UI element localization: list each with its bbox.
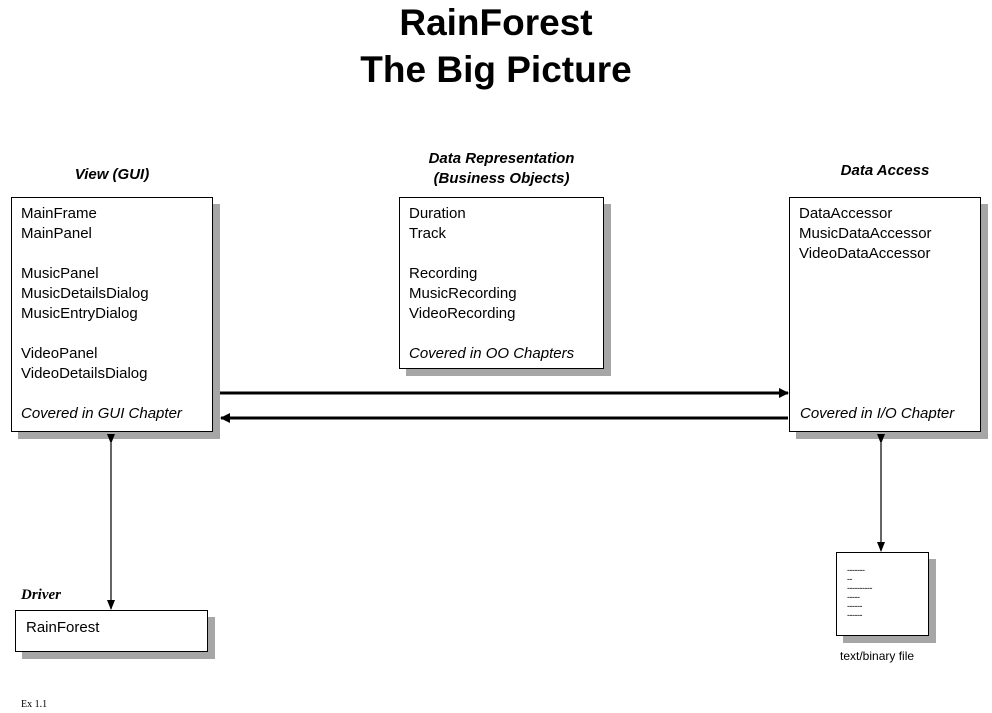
data-representation-box: Duration Track Recording MusicRecording … xyxy=(399,197,604,369)
file-content-line: ------ xyxy=(847,601,862,611)
data-rep-class-recording: Recording xyxy=(409,265,478,282)
driver-heading: Driver xyxy=(21,587,61,603)
data-rep-class-videorecording: VideoRecording xyxy=(409,305,516,322)
view-class-videopanel: VideoPanel xyxy=(21,345,98,362)
view-class-mainpanel: MainPanel xyxy=(21,225,92,242)
data-rep-class-musicrecording: MusicRecording xyxy=(409,285,517,302)
diagram-title-line1: RainForest xyxy=(399,2,593,43)
view-class-musicentrydialog: MusicEntryDialog xyxy=(21,305,138,322)
file-content-line: ------ xyxy=(847,610,862,620)
text-binary-file-icon: ------- -- ---------- ----- ------ -----… xyxy=(836,552,929,636)
view-class-musicpanel: MusicPanel xyxy=(21,265,99,282)
file-content-line: ---------- xyxy=(847,583,872,593)
driver-box: RainForest xyxy=(15,610,208,652)
data-access-heading: Data Access xyxy=(840,162,930,179)
view-chapter-note: Covered in GUI Chapter xyxy=(21,405,182,422)
data-rep-chapter-note: Covered in OO Chapters xyxy=(409,345,575,362)
exhibit-number: Ex 1.1 xyxy=(21,699,48,710)
data-access-class-dataaccessor: DataAccessor xyxy=(799,205,893,222)
file-content-line: ----- xyxy=(847,592,860,602)
file-content-line: -- xyxy=(847,574,853,584)
file-caption: text/binary file xyxy=(840,649,915,663)
view-class-mainframe: MainFrame xyxy=(21,205,97,222)
data-access-class-videodataaccessor: VideoDataAccessor xyxy=(799,245,931,262)
file-content-line: ------- xyxy=(847,565,865,575)
view-heading: View (GUI) xyxy=(74,166,150,183)
data-rep-class-track: Track xyxy=(409,225,446,242)
view-class-videodetailsdialog: VideoDetailsDialog xyxy=(21,365,148,382)
data-access-class-musicdataaccessor: MusicDataAccessor xyxy=(799,225,932,242)
view-class-musicdetailsdialog: MusicDetailsDialog xyxy=(21,285,149,302)
diagram-title-line2: The Big Picture xyxy=(360,49,632,90)
view-box: MainFrame MainPanel MusicPanel MusicDeta… xyxy=(11,197,213,432)
data-access-box: DataAccessor MusicDataAccessor VideoData… xyxy=(789,197,981,432)
data-access-chapter-note: Covered in I/O Chapter xyxy=(800,405,955,422)
data-rep-class-duration: Duration xyxy=(409,205,466,222)
data-representation-heading-line2: (Business Objects) xyxy=(433,170,570,187)
data-representation-heading-line1: Data Representation xyxy=(428,150,575,167)
driver-class-rainforest: RainForest xyxy=(26,619,100,636)
